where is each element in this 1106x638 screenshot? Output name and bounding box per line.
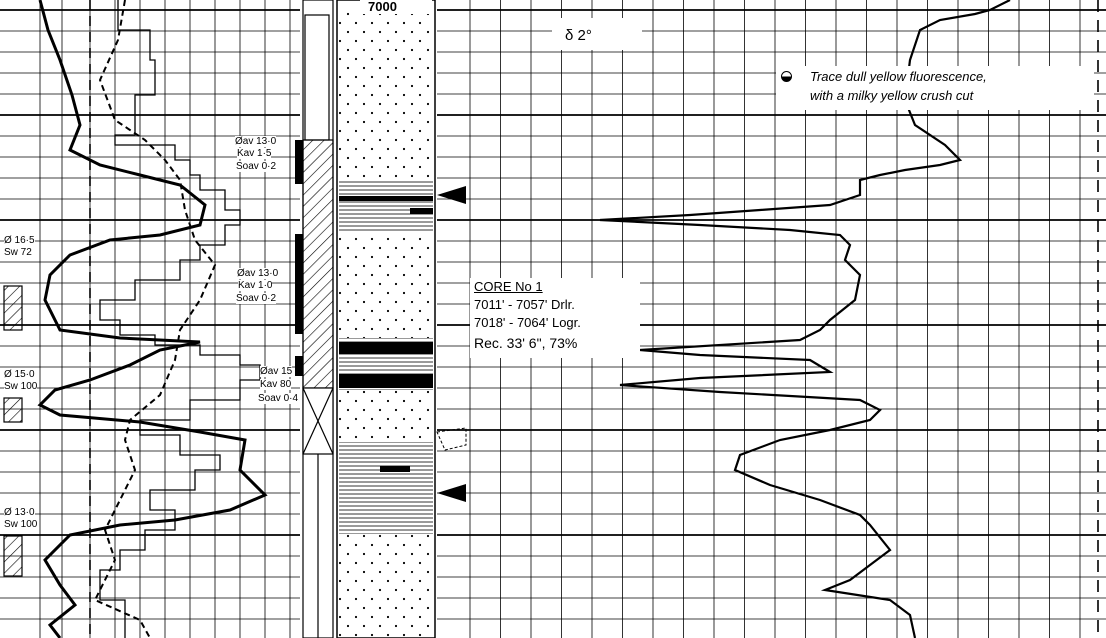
fluorescence-icon: [781, 71, 792, 82]
core-column: [295, 0, 334, 638]
core-logger-interval: 7018' - 7064' Logr.: [474, 315, 581, 330]
core-analysis-3-saturation: Soav 0·4: [258, 393, 299, 404]
fluorescence-note-line1: Trace dull yellow fluorescence,: [810, 69, 987, 84]
core-driller-interval: 7011' - 7057' Drlr.: [474, 297, 575, 312]
zone-2-porosity: Ø 15·0: [4, 369, 35, 380]
core-analysis-1-permeability: Kav 1·5: [237, 148, 272, 159]
lithology-column: [336, 0, 436, 638]
core-title: CORE No 1: [474, 279, 543, 294]
left-track-grid: [0, 0, 300, 638]
log-curves: [37, 0, 1011, 638]
zone-2-saturation: Sw 100: [4, 381, 38, 392]
zone-1-saturation: Sw 72: [4, 247, 32, 258]
core-bottom-marker: [437, 484, 466, 502]
core-description-box: CORE No 1 7011' - 7057' Drlr. 7018' - 70…: [470, 278, 640, 358]
fluorescence-note-line2: with a milky yellow crush cut: [810, 88, 974, 103]
zone-1-porosity: Ø 16·5: [4, 235, 35, 246]
dip-annotation: δ 2°: [565, 27, 592, 44]
core-recovery: Rec. 33' 6", 73%: [474, 335, 578, 351]
core-analysis-2-saturation: Soav 0·2: [236, 293, 277, 304]
core-analysis-1-saturation: Soav 0·2: [236, 161, 277, 172]
core-analysis-3-porosity: Øav 15: [260, 366, 293, 377]
core-analysis-1-porosity: Øav 13·0: [235, 136, 277, 147]
core-analysis-2-porosity: Øav 13·0: [237, 268, 279, 279]
zone-box-1: [3, 285, 23, 331]
zone-box-3: [3, 535, 23, 577]
core-top-marker: [437, 186, 466, 204]
depth-marker: 7000: [368, 0, 397, 14]
core-analysis-3-permeability: Kav 80: [260, 379, 292, 390]
zone-box-2: [3, 397, 23, 423]
core-analysis-2-permeability: Kav 1·0: [238, 280, 273, 291]
zone-3-saturation: Sw 100: [4, 519, 38, 530]
zone-3-porosity: Ø 13·0: [4, 507, 35, 518]
